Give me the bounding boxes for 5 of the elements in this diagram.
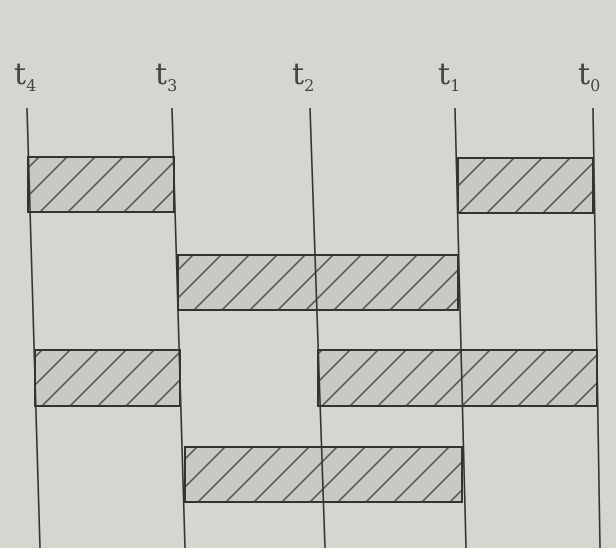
time-label: t$_{2}$ xyxy=(292,60,314,94)
time-label: t$_{1}$ xyxy=(438,60,460,94)
time-label: t$_{3}$ xyxy=(155,60,178,94)
time-label: t$_{0}$ xyxy=(578,60,600,94)
time-label: t$_{4}$ xyxy=(14,60,36,94)
